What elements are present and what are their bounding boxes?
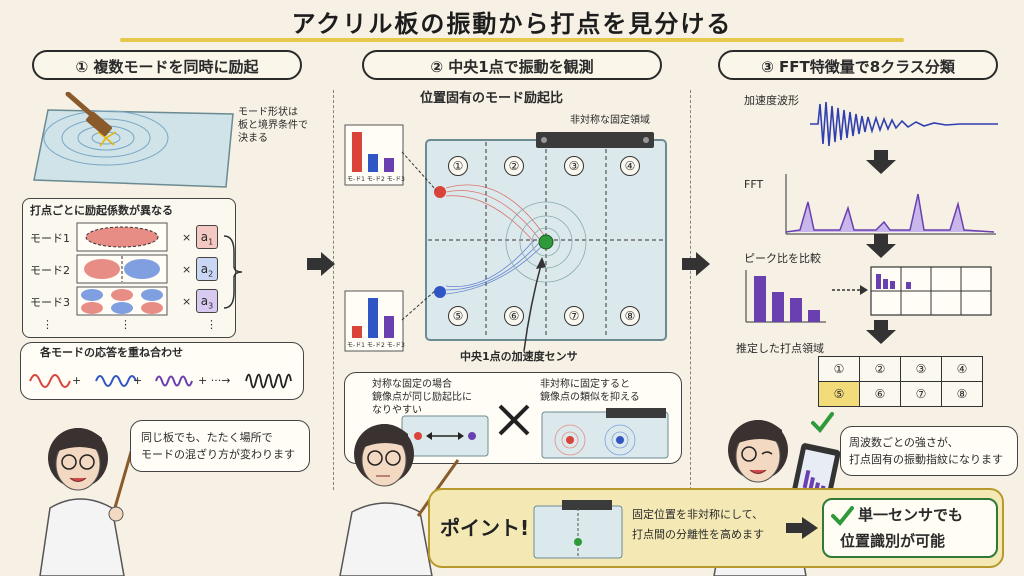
grid-cell-2: ② — [859, 356, 901, 382]
plus-sign: + — [72, 374, 82, 387]
feature-table — [870, 266, 992, 316]
accel-waveform — [810, 101, 998, 147]
mode-3-shape — [76, 286, 168, 316]
symmetric-plate — [401, 415, 489, 457]
dashed-arrow-icon — [832, 285, 868, 295]
section-2-header: ② 中央1点で振動を観測 — [362, 50, 662, 80]
estimated-region-label: 推定した打点領域 — [736, 342, 824, 355]
page-title: アクリル板の振動から打点を見分ける — [291, 10, 733, 38]
times-sign: × — [182, 263, 192, 276]
checkmark-icon — [831, 506, 854, 526]
asym-fixed-label: 非対称な固定領域 — [570, 115, 650, 126]
plate-cell-3: ③ — [564, 156, 584, 176]
section-divider — [690, 90, 692, 490]
result-arrow-icon — [786, 517, 818, 539]
coef-a2: a2 — [196, 257, 218, 281]
grid-cell-3: ③ — [900, 356, 942, 382]
mode-ratio-bars-blue — [344, 290, 404, 352]
down-arrow-icon — [866, 234, 896, 258]
sym-note: 対称な固定の場合 鏡像点が同じ励起比に なりやすい — [372, 379, 472, 416]
grid-cell-7: ⑦ — [900, 381, 942, 407]
flow-arrow-icon — [682, 252, 710, 276]
section-3-header: ③ FFT特徴量で8クラス分類 — [718, 50, 998, 80]
point-badge: ポイント! — [440, 516, 530, 540]
cross-icon — [498, 404, 530, 436]
flow-arrow-icon — [307, 252, 335, 276]
sensor-pointer-arrow — [523, 257, 546, 352]
plate-cell-8: ⑧ — [620, 306, 640, 326]
asym-note: 非対称に固定すると 鏡像点の類似を抑える — [540, 379, 640, 403]
speech-bubble-1: 同じ板でも、たたく場所で モードの混ざり方が変わります — [130, 420, 310, 472]
peak-ratio-bars — [745, 270, 826, 323]
grid-cell-1: ① — [818, 356, 860, 382]
superpose-heading: 各モードの応答を重ね合わせ — [40, 346, 183, 359]
title-underline — [120, 38, 904, 42]
fft-label: FFT — [744, 178, 764, 191]
asymmetric-plate — [541, 408, 669, 459]
coef-heading: 打点ごとに励起係数が異なる — [30, 204, 173, 217]
grid-cell-6: ⑥ — [859, 381, 901, 407]
result-box — [822, 498, 998, 558]
grid-cell-4: ④ — [941, 356, 983, 382]
mode-1-shape — [76, 222, 168, 252]
plus-sign: + — [133, 374, 143, 387]
grid-cell-8: ⑧ — [941, 381, 983, 407]
mode-shape-note: モード形状は 板と境界条件で 決まる — [238, 107, 308, 144]
times-sign: × — [182, 231, 192, 244]
bar-axis-labels: モ-ド1 モ-ド2 モ-ド3 — [347, 176, 405, 183]
section2-subtitle: 位置固有のモード励起比 — [420, 91, 564, 106]
sensor-label: 中央1点の加速度センサ — [460, 350, 578, 363]
scientist-pointing-illustration — [39, 427, 140, 576]
bar-axis-labels: モ-ド1 モ-ド2 モ-ド3 — [347, 342, 405, 349]
superposition-panel — [20, 342, 304, 400]
grid-cell-5-selected: ⑤ — [818, 381, 860, 407]
ellipsis-arrow: + ···→ — [198, 374, 231, 387]
fft-spectrum — [785, 174, 996, 235]
plate-cell-1: ① — [448, 156, 468, 176]
section-1-header: ① 複数モードを同時に励起 — [32, 50, 302, 80]
plate-cell-5: ⑤ — [448, 306, 468, 326]
checkmark-icon — [811, 412, 834, 434]
plate-hammer-illustration — [33, 92, 234, 188]
plate-cell-7: ⑦ — [564, 306, 584, 326]
mode-label: モード2 — [30, 264, 70, 277]
plate-cell-6: ⑥ — [504, 306, 524, 326]
mode-label: モード3 — [30, 296, 70, 309]
scientist-thinking-illustration — [339, 424, 460, 576]
accel-label: 加速度波形 — [744, 94, 799, 107]
plate-cell-2: ② — [504, 156, 524, 176]
ellipsis: ⋮ — [42, 318, 53, 331]
coef-a1: a1 — [196, 225, 218, 249]
coef-a3: a3 — [196, 289, 218, 313]
ellipsis: ⋮ — [206, 318, 217, 331]
brace-icon — [223, 235, 243, 309]
asymmetric-plate-mini — [533, 500, 623, 559]
ellipsis: ⋮ — [120, 318, 131, 331]
mode-2-shape — [76, 254, 168, 284]
peak-compare-label: ピーク比を比較 — [744, 252, 821, 265]
down-arrow-icon — [866, 150, 896, 174]
estimated-region-grid: ① ② ③ ④ ⑤ ⑥ ⑦ ⑧ — [818, 356, 983, 407]
mode-label: モード1 — [30, 232, 70, 245]
times-sign: × — [182, 295, 192, 308]
plate-cell-4: ④ — [620, 156, 640, 176]
speech-bubble-3: 周波数ごとの強さが、 打点固有の振動指紋になります — [840, 426, 1018, 476]
connector-lines — [401, 151, 437, 321]
mode-ratio-bars-red — [344, 124, 404, 186]
section-divider — [333, 90, 335, 490]
point-text: 固定位置を非対称にして、 打点間の分離性を高めます — [632, 508, 764, 541]
plate-diagram — [425, 132, 667, 341]
result-line-2: 位置識別が可能 — [840, 532, 946, 550]
down-arrow-icon — [866, 320, 896, 344]
result-line-1: 単一センサでも — [858, 506, 964, 524]
superposition-waves — [29, 373, 292, 389]
